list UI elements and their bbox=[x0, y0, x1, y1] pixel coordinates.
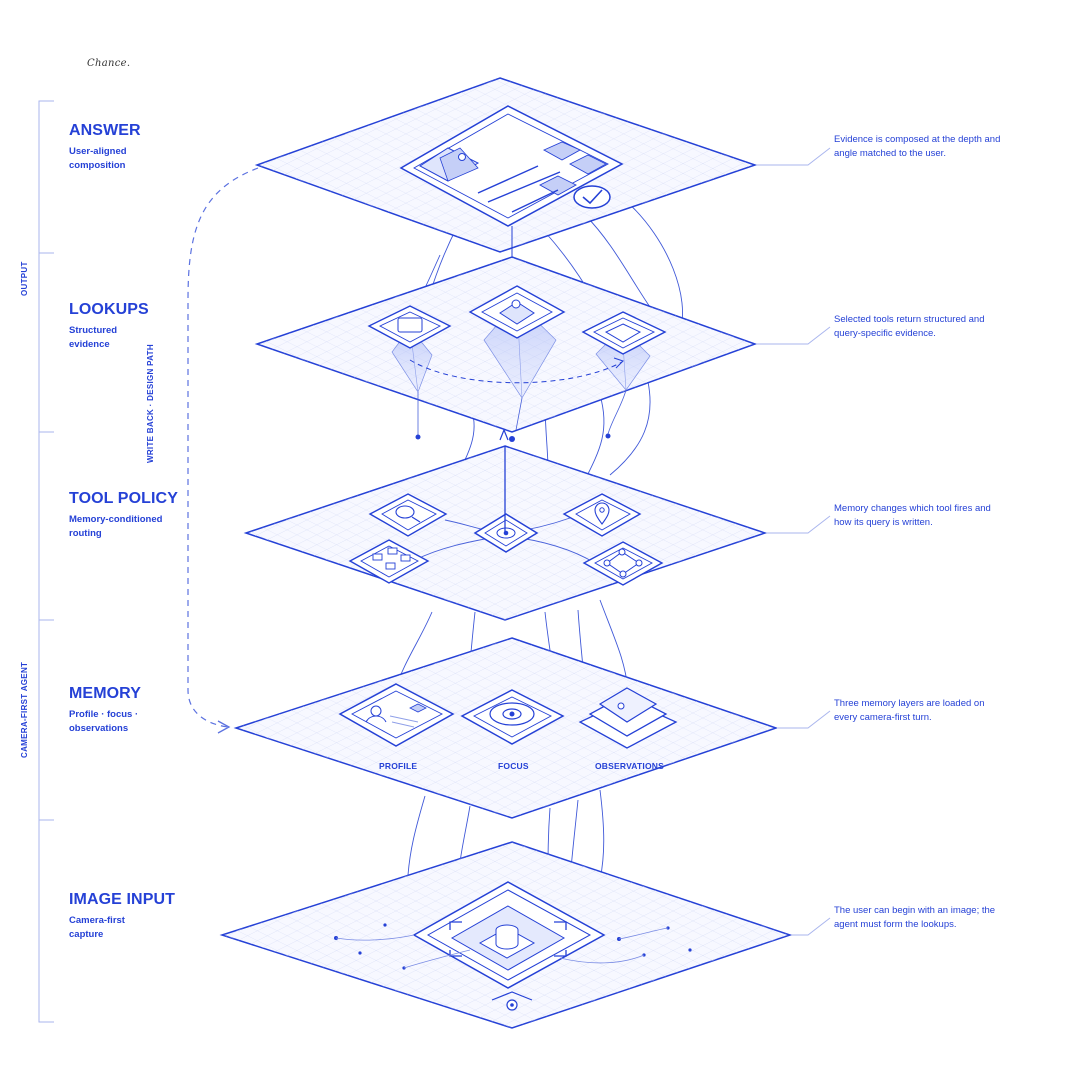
layer-label-image-input: IMAGE INPUT Camera-first capture bbox=[69, 891, 175, 942]
note-leaders bbox=[757, 147, 831, 936]
memory-label-observations: OBSERVATIONS bbox=[595, 761, 664, 771]
chance-logo: Chance. bbox=[87, 58, 131, 69]
note-answer: Evidence is composed at the depth and an… bbox=[834, 134, 1001, 159]
layer-title: TOOL POLICY bbox=[69, 490, 178, 507]
note-tool-policy: Memory changes which tool fires and how … bbox=[834, 503, 991, 528]
layer-title: LOOKUPS bbox=[69, 301, 149, 318]
layer-subtitle: Profile · focus · observations bbox=[69, 709, 139, 734]
layer-title: IMAGE INPUT bbox=[69, 891, 175, 908]
input-points bbox=[334, 923, 692, 970]
target-icon bbox=[473, 513, 539, 553]
note-image-input: The user can begin with an image; the ag… bbox=[834, 905, 996, 930]
search-icon bbox=[368, 493, 448, 537]
grid-blocks-icon bbox=[348, 539, 430, 584]
write-back-arrowhead bbox=[217, 720, 231, 734]
side-label-agent: CAMERA-FIRST AGENT bbox=[20, 661, 29, 758]
eye-icon bbox=[491, 991, 533, 1011]
layer-subtitle: User-aligned composition bbox=[69, 146, 127, 171]
image-input-plane bbox=[219, 841, 793, 1029]
layer-lookup-icon bbox=[581, 311, 667, 355]
layer-label-lookups: LOOKUPS Structured evidence bbox=[69, 301, 149, 352]
layer-label-answer: ANSWER User-aligned composition bbox=[69, 122, 141, 173]
stack-icon bbox=[578, 687, 678, 749]
layer-label-memory: MEMORY Profile · focus · observations bbox=[69, 685, 149, 736]
layer-subtitle: Structured evidence bbox=[69, 325, 118, 350]
side-label-output: OUTPUT bbox=[20, 261, 29, 296]
note-memory: Three memory layers are loaded on every … bbox=[834, 698, 985, 723]
note-lookups: Selected tools return structured and que… bbox=[834, 314, 985, 339]
memory-label-profile: PROFILE bbox=[379, 761, 418, 771]
check-icon bbox=[573, 185, 611, 209]
document-lookup-icon bbox=[367, 305, 452, 349]
network-icon bbox=[582, 541, 664, 586]
layer-label-tool-policy: TOOL POLICY Memory-conditioned routing bbox=[69, 490, 179, 541]
user-profile-icon bbox=[338, 683, 455, 747]
location-pin-icon bbox=[562, 493, 642, 537]
side-bracket bbox=[38, 100, 54, 1023]
answer-plane bbox=[254, 77, 758, 257]
write-back-path bbox=[187, 167, 259, 728]
memory-label-focus: FOCUS bbox=[498, 761, 529, 771]
layer-subtitle: Memory-conditioned routing bbox=[69, 514, 163, 539]
lookups-plane bbox=[254, 256, 758, 440]
layer-subtitle: Camera-first capture bbox=[69, 915, 125, 940]
layer-title: ANSWER bbox=[69, 122, 141, 139]
lookup-dashed-arc bbox=[409, 359, 623, 384]
memory-plane bbox=[233, 637, 779, 819]
layer-title: MEMORY bbox=[69, 685, 142, 702]
document-icon bbox=[399, 105, 624, 227]
write-back-label: WRITE BACK · DESIGN PATH bbox=[146, 344, 155, 463]
camera-object-icon bbox=[412, 881, 606, 989]
object-lookup-icon bbox=[468, 285, 566, 339]
focus-eye-icon bbox=[460, 689, 565, 745]
